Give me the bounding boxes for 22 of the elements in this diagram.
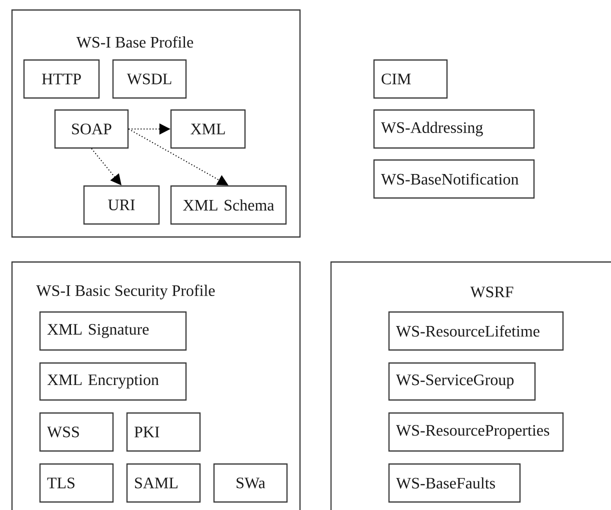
component-box: WS-ResourceProperties (388, 412, 564, 452)
component-box: WSDL (112, 59, 187, 99)
component-box: XML Schema (170, 185, 287, 225)
component-box: WS-Addressing (373, 109, 535, 149)
component-box: WS-BaseNotification (373, 159, 535, 199)
component-box: WS-ServiceGroup (388, 362, 536, 401)
component-box: HTTP (23, 59, 100, 99)
component-box: URI (83, 185, 160, 225)
component-box: WS-BaseFaults (388, 463, 521, 503)
arrow (128, 128, 228, 186)
component-box: SAML (126, 463, 201, 503)
component-box: TLS (39, 463, 114, 503)
component-box: WSS (39, 412, 114, 452)
component-box: PKI (126, 412, 201, 452)
component-box: XML (170, 109, 246, 149)
component-box: SWa (213, 463, 288, 503)
component-box: WS-ResourceLifetime (388, 311, 564, 351)
component-box: XML Signature (39, 311, 187, 351)
arrow (91, 148, 122, 186)
component-box: XML Encryption (39, 362, 187, 401)
component-box: SOAP (54, 109, 129, 149)
component-box: CIM (373, 59, 448, 99)
